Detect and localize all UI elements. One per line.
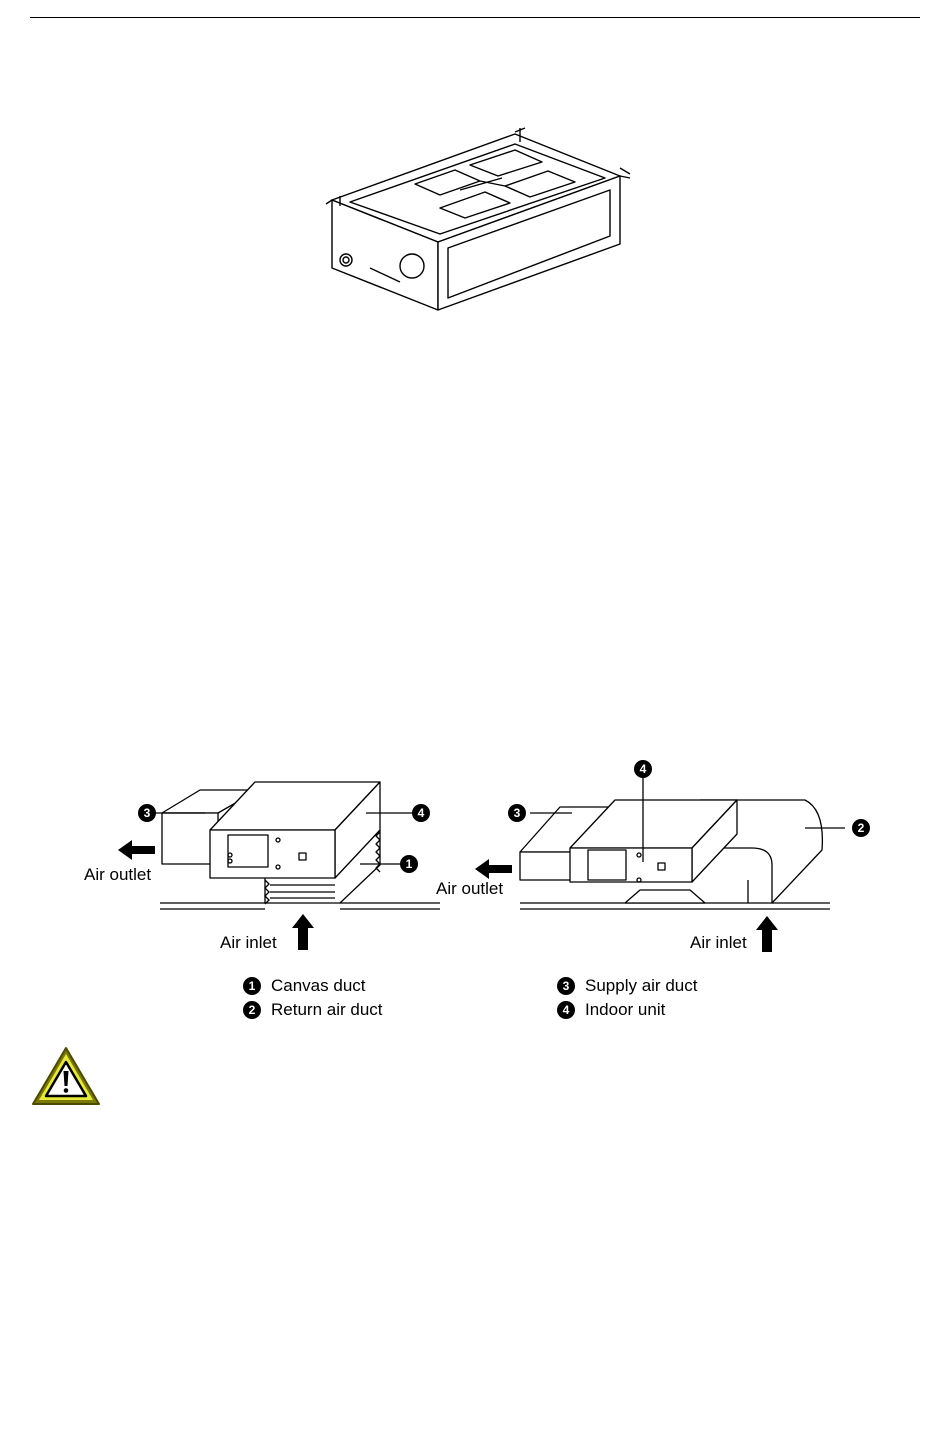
svg-text:4: 4 — [418, 806, 425, 820]
legend-number: 4 — [557, 1001, 575, 1019]
svg-text:3: 3 — [144, 806, 151, 820]
legend-number: 2 — [243, 1001, 261, 1019]
svg-text:1: 1 — [406, 857, 413, 871]
legend-left: 1 Canvas duct 2 Return air duct — [243, 974, 383, 1022]
air-outlet-label-right: Air outlet — [436, 879, 503, 898]
legend-label: Canvas duct — [271, 974, 366, 998]
header-rule — [30, 17, 920, 18]
legend-number: 3 — [557, 977, 575, 995]
legend-item: 3 Supply air duct — [557, 974, 697, 998]
indoor-unit-illustration — [320, 118, 640, 318]
legend-label: Return air duct — [271, 998, 383, 1022]
legend-label: Supply air duct — [585, 974, 697, 998]
air-inlet-label-right: Air inlet — [690, 933, 747, 952]
warning-triangle-icon — [30, 1045, 102, 1107]
legend-item: 1 Canvas duct — [243, 974, 383, 998]
legend-label: Indoor unit — [585, 998, 665, 1022]
svg-text:3: 3 — [514, 806, 521, 820]
air-inlet-label-left: Air inlet — [220, 933, 277, 952]
legend-item: 2 Return air duct — [243, 998, 383, 1022]
legend-number: 1 — [243, 977, 261, 995]
svg-text:4: 4 — [640, 762, 647, 776]
svg-text:2: 2 — [858, 821, 865, 835]
duct-installation-diagram: 3 4 1 4 3 2 Air outlet Air inlet Air out… — [0, 740, 950, 1040]
legend-item: 4 Indoor unit — [557, 998, 697, 1022]
air-outlet-label-left: Air outlet — [84, 865, 151, 884]
legend-right: 3 Supply air duct 4 Indoor unit — [557, 974, 697, 1022]
